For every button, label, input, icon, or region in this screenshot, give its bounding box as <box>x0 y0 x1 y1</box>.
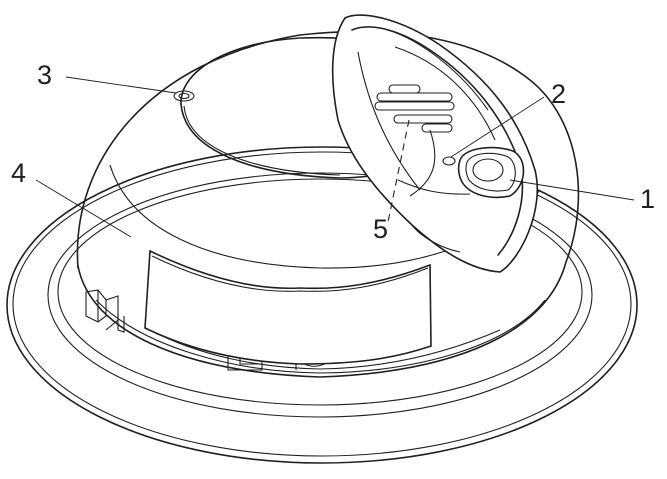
callout-4: 4 <box>11 158 26 188</box>
leader-lines <box>35 76 635 238</box>
test-button <box>457 146 525 199</box>
callout-5: 5 <box>373 214 388 244</box>
indicator-light <box>442 156 456 166</box>
leader-2 <box>450 96 545 158</box>
leader-3 <box>65 76 177 94</box>
callout-labels: 3 4 2 1 5 <box>11 60 655 244</box>
leader-4 <box>35 179 132 238</box>
callout-2: 2 <box>551 79 566 109</box>
leader-1 <box>509 179 635 201</box>
front-panel <box>331 14 539 273</box>
top-indicator-hole <box>173 90 195 102</box>
mounting-plate <box>6 146 638 464</box>
battery-door <box>144 249 432 365</box>
leader-5 <box>387 119 410 223</box>
callout-3: 3 <box>37 60 52 90</box>
callout-1: 1 <box>640 184 655 214</box>
horn-grille <box>374 84 455 133</box>
